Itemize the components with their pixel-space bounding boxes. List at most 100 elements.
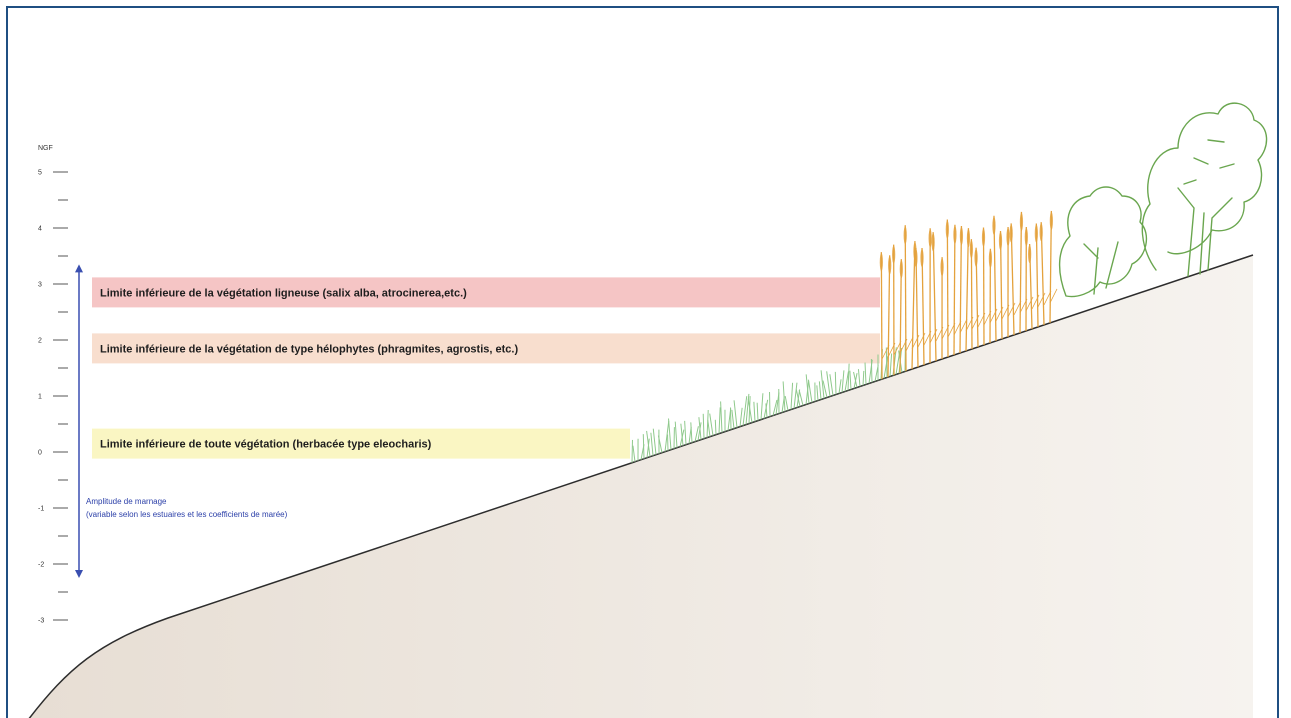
grass-blade [870,358,873,383]
grass-blade [674,421,678,448]
reed-stem [921,248,925,366]
grass-blade [844,371,849,392]
reed-plume [945,220,949,239]
grass-blade [765,403,768,418]
grass-blade [702,413,705,439]
reed-leaf [959,318,968,334]
band-rect [92,428,630,459]
axis-tick-label: -2 [38,562,44,569]
grass-blade [847,363,850,391]
reed-plume [940,258,944,277]
reed-plume [1034,224,1038,243]
herbaceous-vegetation [631,339,906,463]
grass-blade [697,422,702,441]
grass-blade [885,347,888,378]
grass-blade [864,362,867,385]
grass-blade [642,434,645,459]
tree-branches [1183,139,1235,185]
reed-stem [959,225,963,354]
grass-blade [798,389,804,406]
slope-line [28,254,1254,718]
reed-plume [1049,211,1053,230]
grass-blade [646,430,651,457]
grass-blade [747,398,753,423]
grass-blade [853,371,858,388]
estuary-profile-diagram: Limite inférieure de la végétation ligne… [28,102,1268,718]
axis-tick-label: -3 [38,618,44,625]
ground-fill [29,255,1253,718]
grass-blade [834,371,837,395]
axis-tick-label: 3 [38,282,42,289]
arrow-down-icon [75,570,83,578]
vegetation-bands: Limite inférieure de la végétation ligne… [92,277,880,459]
reed-plume [1028,245,1032,264]
axis-tick-label: 2 [38,338,42,345]
grass-blade [805,374,810,404]
diagram-frame: Limite inférieure de la végétation ligne… [6,6,1279,718]
tidal-range: Amplitude de marnage (variable selon les… [75,264,288,578]
grass-blade [857,369,861,387]
woody-vegetation [1058,102,1268,298]
reed-plume [931,233,935,252]
reed-plume [966,229,971,248]
grass-blade [793,382,798,409]
grass-blade [709,413,714,436]
grass-blade [820,370,825,399]
reed-plume [974,248,978,267]
grass-blade [756,402,759,421]
reed-plume [879,253,883,272]
reed-plume [988,249,993,268]
grass-blade [718,407,721,434]
reed-plume [1009,224,1013,243]
grass-blade [664,420,670,452]
band-label: Limite inférieure de la végétation ligne… [100,287,467,299]
grass-blade [632,445,636,462]
grass-blade [849,370,852,390]
reed-leaf [905,336,914,352]
reed-plume [888,256,892,275]
grass-blade [784,396,789,411]
reed-plume [1006,227,1010,246]
grass-blade [883,356,889,379]
reed-stem [946,219,949,358]
axis-tick-label: 1 [38,394,42,401]
grass-blade [772,399,778,416]
grass-blade [889,353,893,377]
grass-blade [733,400,738,428]
axis-tick-label: 4 [38,226,42,233]
grass-blade [805,380,810,405]
grass-blade [829,374,834,396]
grass-blade [694,426,699,442]
grass-blade [818,381,822,400]
grass-blade [706,409,709,438]
reed-plume [892,245,896,264]
grass-blade [807,379,813,403]
grass-blade [739,407,743,427]
reed-plume [981,228,986,247]
reed-plume [928,229,932,248]
reed-plume [899,260,903,279]
grass-blade [753,401,756,422]
grass-blade [822,380,828,398]
reed-plume [1019,212,1024,231]
band-label: Limite inférieure de la végétation de ty… [100,343,518,355]
reed-leaf [1025,296,1034,312]
grass-blade [790,382,794,410]
axis-tick-label: -1 [38,506,44,513]
reed-stem [953,224,956,356]
reed-stem [932,232,937,362]
reed-plume [920,249,924,268]
reed-plume [1039,223,1043,242]
grass-blade [714,419,717,435]
reed-stem [880,252,883,380]
grass-blade [668,418,672,450]
grass-blade [841,370,845,393]
tree-trunk [1083,241,1119,295]
grass-blade [650,432,654,456]
reed-stem [899,259,902,374]
grass-blade [760,393,764,420]
reed-plume [959,226,964,245]
reed-plume [953,225,957,244]
grass-blade [763,399,769,419]
